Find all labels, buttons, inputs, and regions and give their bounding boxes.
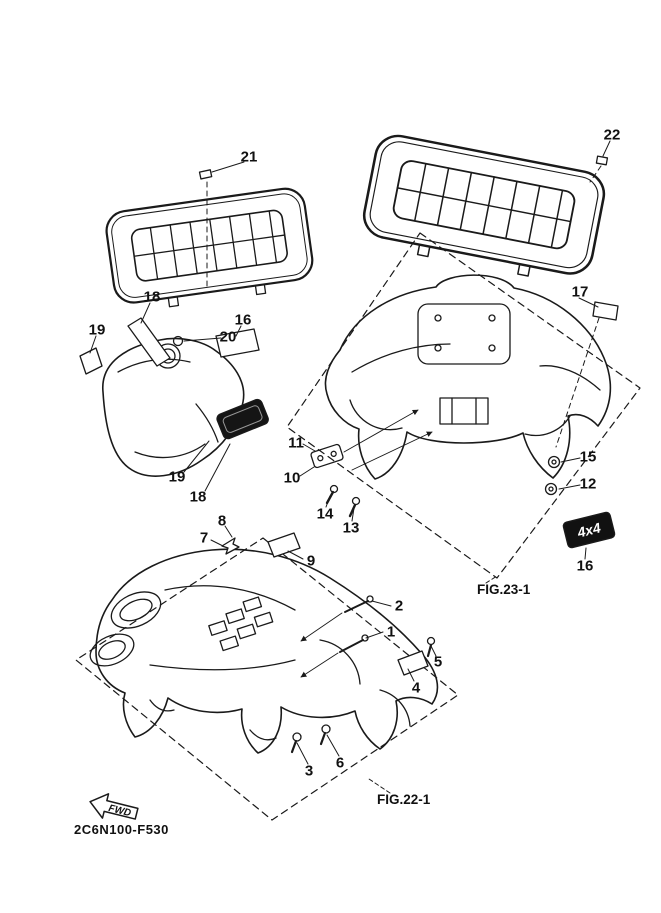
- callout-8: 8: [217, 512, 227, 530]
- callout-17: 17: [571, 283, 589, 301]
- callout-5: 5: [433, 653, 443, 671]
- vent-grid: [208, 596, 274, 652]
- callout-4: 4: [411, 679, 421, 697]
- label-sticker-16: [215, 328, 260, 358]
- bracket-part: [310, 443, 344, 469]
- emblem-4x4-text: 4x4: [575, 519, 603, 540]
- washer-15: [547, 455, 561, 469]
- callout-18: 18: [189, 488, 207, 506]
- fwd-arrow-label: FWD: [107, 803, 132, 819]
- leader-lines: [89, 140, 611, 794]
- callout-11: 11: [288, 434, 304, 452]
- callout-19: 19: [88, 321, 106, 339]
- part-code: 2C6N100-F530: [74, 822, 169, 837]
- callout-2: 2: [394, 597, 404, 615]
- callout-10: 10: [283, 469, 301, 487]
- callout-18: 18: [143, 288, 161, 306]
- rear-carrier-drawing: [357, 130, 610, 289]
- callout-15: 15: [579, 448, 597, 466]
- bolt-2: [344, 595, 374, 613]
- callout-16: 16: [576, 557, 594, 575]
- clip-part-22: [595, 155, 609, 166]
- label-sticker-17: [592, 301, 619, 321]
- fuel-cap-ring: [172, 335, 184, 347]
- callout-6: 6: [335, 754, 345, 772]
- callout-9: 9: [306, 552, 316, 570]
- screw-5: [426, 636, 436, 658]
- decal-strip-19: [79, 347, 103, 375]
- callout-20: 20: [219, 328, 237, 346]
- front-fender-drawing: [89, 548, 439, 754]
- bolt-1: [339, 634, 369, 653]
- callout-22: 22: [603, 126, 621, 144]
- screw-3: [290, 732, 302, 754]
- callout-7: 7: [199, 529, 209, 547]
- front-fender-hardware: [221, 532, 436, 754]
- brand-emblem: [216, 398, 269, 440]
- callout-3: 3: [304, 762, 314, 780]
- callout-14: 14: [316, 505, 334, 523]
- callout-16: 16: [234, 311, 252, 329]
- fwd-arrow: FWD: [89, 793, 139, 820]
- clip-part-21: [198, 169, 213, 180]
- callout-19: 19: [168, 468, 186, 486]
- arrow-sticker-7-8: [221, 537, 240, 555]
- decal-4: [397, 650, 429, 676]
- callout-12: 12: [579, 475, 597, 493]
- front-fender-dashed-boundary: [75, 537, 459, 821]
- figure-label-22-1: FIG.22-1: [377, 792, 431, 807]
- headlight-pod: [110, 591, 162, 629]
- screw-6: [319, 724, 331, 746]
- figure-label-23-1: FIG.23-1: [477, 582, 531, 597]
- decal-9: [267, 532, 301, 558]
- callout-21: 21: [240, 148, 258, 166]
- headlight-pod: [89, 633, 135, 667]
- washer-12: [544, 482, 558, 496]
- callout-1: 1: [386, 623, 396, 641]
- emblem-4x4: 4x4: [562, 511, 616, 549]
- callout-13: 13: [342, 519, 360, 537]
- bolt-13: [348, 496, 361, 518]
- rear-fender-drawing: [324, 274, 619, 480]
- rear-fender-hardware: 4x4: [310, 409, 616, 549]
- front-carrier-drawing: [102, 185, 318, 316]
- tank-cover-drawing: [79, 317, 269, 477]
- decal-strip-18: [127, 317, 171, 367]
